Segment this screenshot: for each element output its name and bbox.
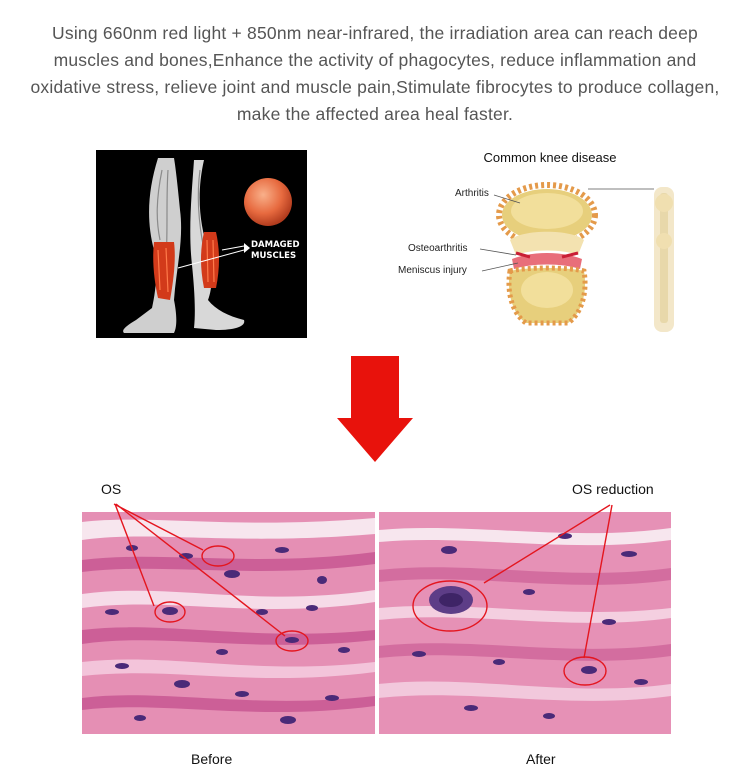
after-tissue-svg bbox=[379, 512, 671, 734]
intro-line-4: make the affected area heal faster. bbox=[236, 104, 514, 124]
legs-illustration bbox=[123, 158, 292, 333]
before-tissue-svg bbox=[82, 512, 375, 734]
before-tissue-image bbox=[82, 512, 375, 734]
arthritis-label: Arthritis bbox=[455, 188, 489, 199]
intro-text: Using 660nm red light + 850nm near-infra… bbox=[10, 20, 740, 128]
intro-line-2: muscles and bones,Enhance the activity o… bbox=[53, 50, 697, 70]
muscle-cell-sphere bbox=[244, 178, 292, 226]
red-down-arrow-icon bbox=[337, 356, 413, 462]
muscles-label-line: MUSCLES bbox=[251, 251, 297, 261]
before-caption: Before bbox=[191, 751, 233, 767]
intro-line-1: Using 660nm red light + 850nm near-infra… bbox=[52, 23, 698, 43]
meniscus-injury-label: Meniscus injury bbox=[398, 265, 467, 276]
damaged-muscles-image: DAMAGED MUSCLES bbox=[96, 150, 307, 338]
damaged-muscles-label: DAMAGED MUSCLES bbox=[251, 240, 300, 262]
knee-disease-title: Common knee disease bbox=[483, 150, 617, 165]
intro-line-3: oxidative stress, relieve joint and musc… bbox=[30, 77, 720, 97]
osteoarthritis-label: Osteoarthritis bbox=[408, 243, 468, 254]
os-label: OS bbox=[101, 481, 122, 497]
os-reduction-label: OS reduction bbox=[572, 481, 654, 497]
knee-illustration bbox=[479, 182, 674, 332]
damaged-label-line: DAMAGED bbox=[251, 240, 300, 250]
after-caption: After bbox=[526, 751, 556, 767]
after-tissue-image bbox=[379, 512, 671, 734]
knee-disease-image: Common knee disease Arthritis Osteoarthr… bbox=[392, 145, 692, 340]
